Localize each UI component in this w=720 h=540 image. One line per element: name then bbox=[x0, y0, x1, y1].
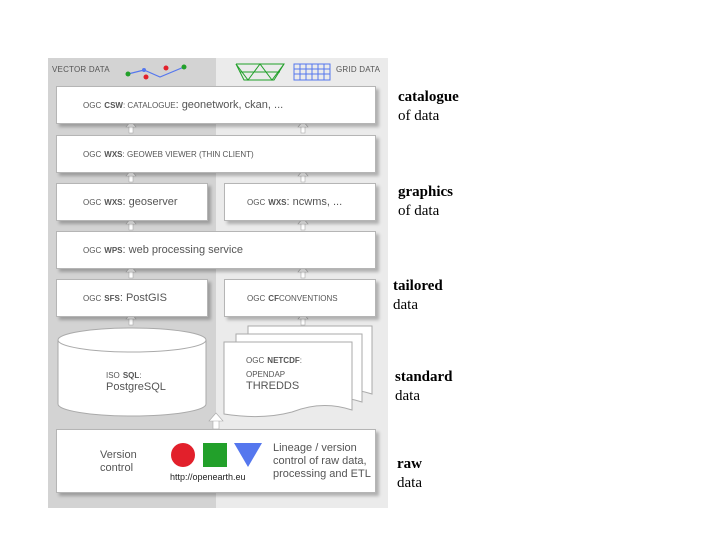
level-raw-weak: data bbox=[397, 475, 422, 491]
sfs-prefix: OGC bbox=[83, 293, 102, 303]
level-catalogue-weak: of data bbox=[398, 108, 440, 124]
red-circle-icon bbox=[171, 443, 195, 467]
netcdf-document-stack bbox=[223, 325, 373, 418]
geoserver-code: WXS bbox=[104, 197, 123, 207]
csw-catalogue-box: OGC CSW: CATALOGUE: geonetwork, ckan, ..… bbox=[56, 86, 376, 124]
lineage-line2: control of raw data, bbox=[273, 455, 367, 467]
wps-code: WPS bbox=[104, 245, 123, 255]
level-catalogue-strong: catalogue bbox=[398, 89, 459, 105]
vector-data-header: VECTOR DATA bbox=[52, 65, 110, 74]
csw-code: CSW bbox=[104, 100, 123, 110]
ncwms-prefix: OGC bbox=[247, 197, 266, 207]
version-control-line2: control bbox=[100, 462, 134, 474]
level-graphics-weak: of data bbox=[398, 203, 440, 219]
cf-code: CF bbox=[268, 293, 279, 303]
wps-desc: : web processing service bbox=[122, 244, 243, 256]
sql-label: ISO SQL: bbox=[106, 369, 142, 382]
sfs-postgis-box: OGC SFS: PostGIS bbox=[56, 279, 208, 317]
grid-data-header: GRID DATA bbox=[336, 65, 381, 74]
csw-desc: : geonetwork, ckan, ... bbox=[175, 99, 284, 111]
level-tailored: tailored data bbox=[393, 277, 443, 315]
opendap-label: OPENDAP bbox=[246, 370, 286, 379]
wxs-geoserver-box: OGC WXS: geoserver bbox=[56, 183, 208, 221]
shape-icons bbox=[171, 443, 262, 467]
ncwms-desc: : ncwms, ... bbox=[286, 196, 343, 208]
sql-prefix: ISO bbox=[106, 371, 120, 380]
level-standard: standard data bbox=[395, 368, 453, 406]
lineage-line1: Lineage / version bbox=[273, 442, 357, 454]
green-square-icon bbox=[203, 443, 227, 467]
cf-prefix: OGC bbox=[247, 293, 266, 303]
level-raw: raw data bbox=[397, 455, 422, 493]
architecture-panel: VECTOR DATA GRID DATA bbox=[48, 58, 388, 508]
version-control-line1: Version bbox=[100, 449, 137, 461]
wps-box: OGC WPS: web processing service bbox=[56, 231, 376, 269]
openearth-url: http://openearth.eu bbox=[170, 472, 246, 482]
level-standard-strong: standard bbox=[395, 369, 453, 385]
sql-colon: : bbox=[139, 371, 142, 380]
vector-data-icon bbox=[125, 64, 187, 80]
wxs-viewer-prefix: OGC bbox=[83, 149, 102, 159]
postgresql-label: PostgreSQL bbox=[106, 381, 166, 393]
level-raw-strong: raw bbox=[397, 456, 422, 472]
wxs-viewer-code: WXS bbox=[104, 149, 123, 159]
wps-prefix: OGC bbox=[83, 245, 102, 255]
netcdf-code: NETCDF bbox=[267, 356, 300, 365]
csw-caps-label: : CATALOGUE bbox=[122, 100, 176, 110]
ncwms-code: WXS bbox=[268, 197, 287, 207]
cf-desc: CONVENTIONS bbox=[278, 293, 338, 303]
sfs-desc: : PostGIS bbox=[119, 292, 167, 304]
geoserver-desc: : geoserver bbox=[122, 196, 178, 208]
level-tailored-strong: tailored bbox=[393, 278, 443, 294]
triangular-mesh-icon bbox=[235, 63, 285, 81]
level-graphics-strong: graphics bbox=[398, 184, 454, 200]
blue-triangle-icon bbox=[234, 443, 262, 467]
thredds-label: THREDDS bbox=[246, 380, 300, 392]
sql-code: SQL bbox=[122, 371, 140, 380]
netcdf-label: OGC NETCDF: bbox=[246, 354, 302, 367]
level-catalogue: catalogue of data bbox=[398, 88, 459, 126]
wxs-viewer-desc: : GEOWEB VIEWER (THIN CLIENT) bbox=[122, 149, 254, 159]
wxs-viewer-box: OGC WXS: GEOWEB VIEWER (THIN CLIENT) bbox=[56, 135, 376, 173]
csw-prefix: OGC bbox=[83, 100, 102, 110]
level-standard-weak: data bbox=[395, 388, 420, 404]
sfs-code: SFS bbox=[104, 293, 120, 303]
wxs-ncwms-box: OGC WXS: ncwms, ... bbox=[224, 183, 376, 221]
level-tailored-weak: data bbox=[393, 297, 418, 313]
geoserver-prefix: OGC bbox=[83, 197, 102, 207]
level-graphics: graphics of data bbox=[398, 183, 453, 221]
grid-mesh-icon bbox=[293, 63, 331, 81]
database-cylinder bbox=[57, 327, 207, 417]
netcdf-prefix: OGC bbox=[246, 356, 265, 365]
cf-conventions-box: OGC CF CONVENTIONS bbox=[224, 279, 376, 317]
lineage-line3: processing and ETL bbox=[273, 468, 371, 480]
netcdf-colon: : bbox=[299, 356, 302, 365]
